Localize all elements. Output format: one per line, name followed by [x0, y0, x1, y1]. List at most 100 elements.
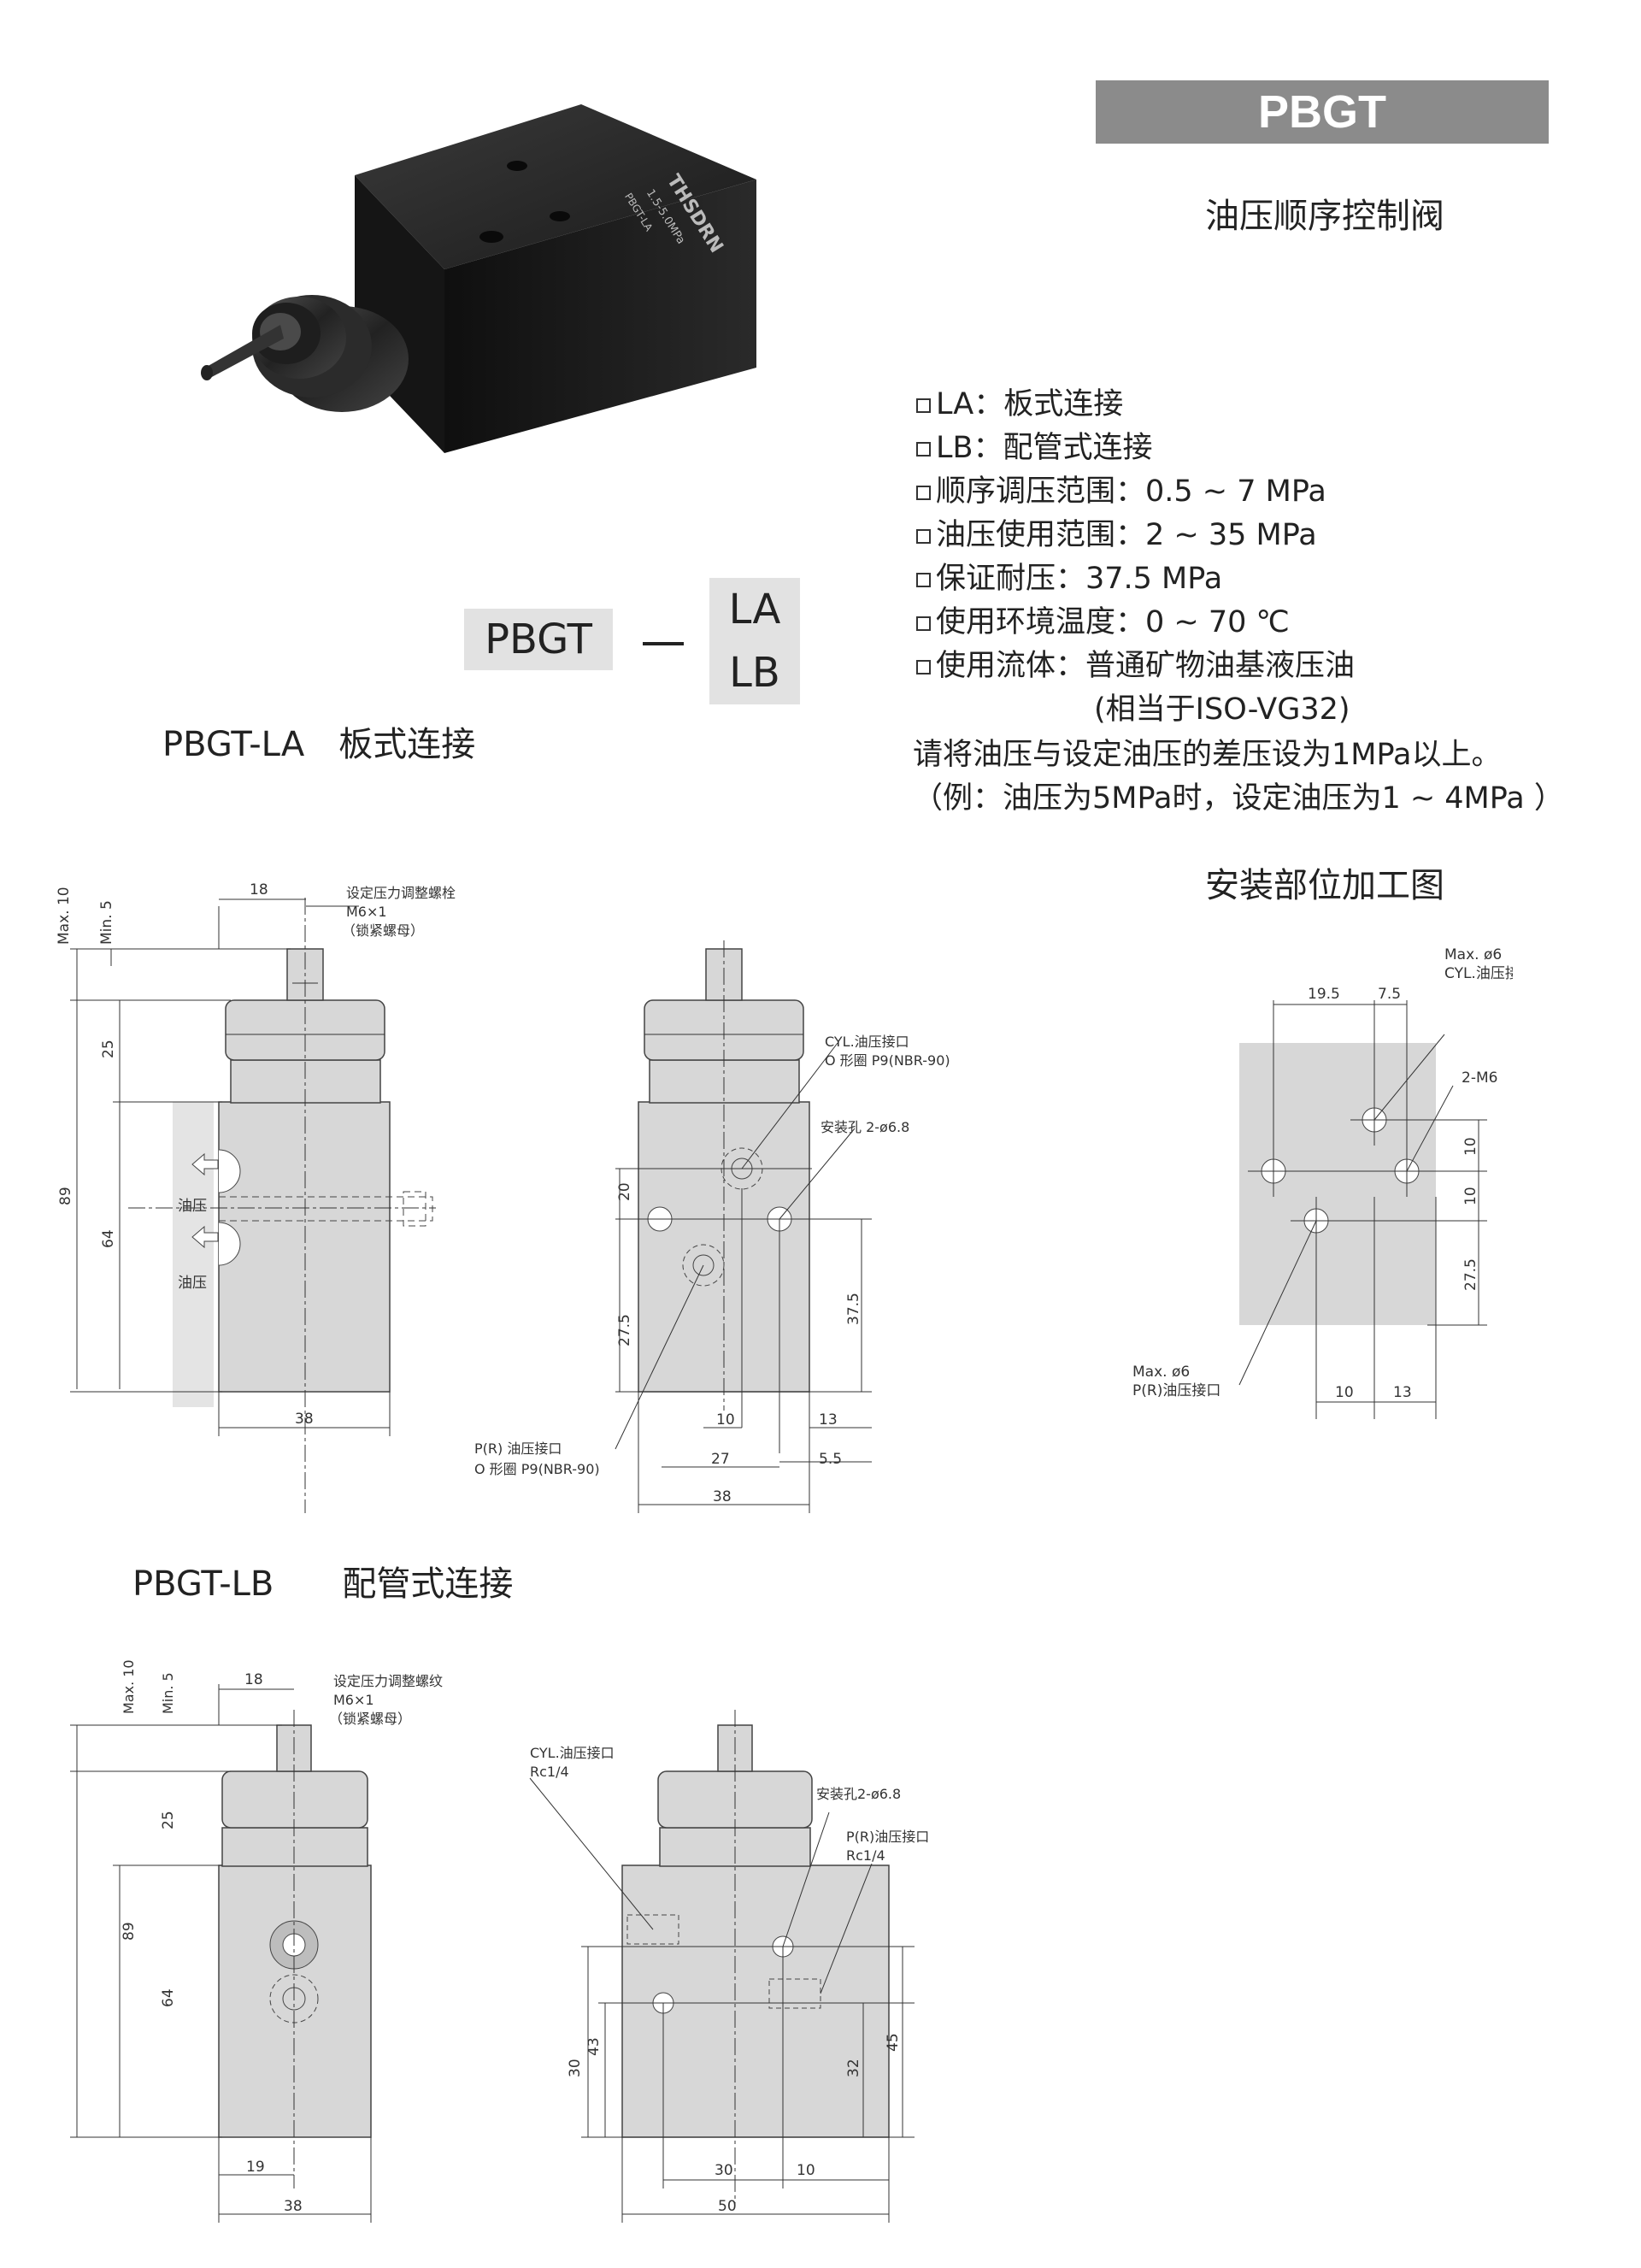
dim-h64: 64 [160, 1988, 177, 2007]
spec-row: 保证耐压：37.5 MPa [916, 557, 1355, 601]
label-m6: 2-M6 [1462, 1069, 1497, 1087]
product-photo: THSDRN 1.5-5.0MPa PBGT-LA [201, 104, 756, 453]
spec-text: 使用流体：普通矿物油基液压油 [936, 649, 1356, 683]
dim-h89: 89 [57, 1187, 74, 1205]
dim-min5: Min. 5 [160, 1672, 176, 1714]
dim-w50: 50 [718, 2198, 737, 2215]
label-cyl-port: CYL.油压接口 [1444, 965, 1513, 982]
model-code-options: LA LB [709, 578, 800, 704]
label-lock-nut: （锁紧螺母） [329, 1711, 411, 1727]
dim-w27: 27 [711, 1451, 730, 1468]
option-lb: LB [729, 649, 780, 697]
dim-h45: 45 [885, 2033, 902, 2052]
spec-text: 保证耐压：37.5 MPa [936, 562, 1223, 596]
drawing-la: Max. 10 Min. 5 18 25 89 64 38 设定压力调整螺栓 M… [56, 881, 950, 1513]
label-adjust-thread: 设定压力调整螺纹 [333, 1673, 443, 1689]
spec-row: 使用流体：普通矿物油基液压油 [916, 645, 1355, 688]
label-adjust-bolt: 设定压力调整螺栓 [346, 885, 456, 901]
dim-h20: 20 [616, 1182, 633, 1201]
dim-19-5: 19.5 [1308, 986, 1340, 1003]
dim-min5: Min. 5 [98, 900, 115, 945]
dim-w10: 10 [716, 1411, 735, 1429]
dim-h37-5: 37.5 [845, 1293, 862, 1325]
label-cyl-rc: Rc1/4 [530, 1764, 569, 1780]
drawing-lb: Max. 10 Min. 5 18 25 89 64 19 38 设定压力调整螺… [70, 1659, 929, 2223]
la-side-view: Max. 10 Min. 5 18 25 89 64 38 设定压力调整螺栓 M… [56, 881, 456, 1513]
label-cyl-port: CYL.油压接口 [825, 1034, 909, 1050]
spec-text: 油压使用范围：2 ~ 35 MPa [936, 518, 1317, 552]
spec-row: LA：板式连接 [916, 383, 1355, 427]
lb-side-view: Max. 10 Min. 5 18 25 89 64 19 38 设定压力调整螺… [70, 1659, 443, 2223]
note-line: （例：油压为5MPa时，设定油压为1 ~ 4MPa ） [913, 781, 1564, 816]
label-thread: M6×1 [333, 1692, 374, 1708]
checkbox-icon [916, 441, 931, 457]
drawing-mount: Max. ø6 CYL.油压接口 2-M6 Max. ø6 P(R)油压接口 1… [1132, 946, 1513, 1419]
dim-w13: 13 [819, 1411, 838, 1429]
dim-w18: 18 [244, 1671, 263, 1688]
section-title-la: PBGT-LA 板式连接 [162, 725, 476, 764]
label-mount-hole: 安装孔2-ø6.8 [816, 1786, 901, 1802]
section-title-mount: 安装部位加工图 [1205, 866, 1444, 905]
spec-row: 油压使用范围：2 ~ 35 MPa [916, 514, 1355, 557]
dim-w38b: 38 [713, 1488, 732, 1505]
la-front-view: CYL.油压接口 O 形圈 P9(NBR-90) 安装孔 2-ø6.8 P(R)… [474, 940, 950, 1513]
label-p-port: P(R)油压接口 [1132, 1382, 1220, 1399]
label-p-max: Max. ø6 [1132, 1364, 1190, 1381]
dim-w38: 38 [284, 2198, 303, 2215]
dim-w5-5: 5.5 [819, 1451, 842, 1468]
dim-27-5: 27.5 [1462, 1258, 1479, 1291]
spec-row: 使用环境温度：0 ~ 70 ℃ [916, 601, 1355, 645]
dim-w30: 30 [715, 2162, 733, 2179]
product-code-banner: PBGT [1096, 80, 1549, 144]
spec-extra: (相当于ISO-VG32) [1094, 692, 1350, 727]
dim-max10: Max. 10 [56, 887, 73, 945]
dim-10b: 10 [1462, 1187, 1479, 1205]
dim-h64: 64 [100, 1229, 117, 1248]
dim-h89: 89 [121, 1922, 138, 1941]
dim-h32: 32 [845, 2059, 862, 2077]
section-title-lb: PBGT-LB 配管式连接 [132, 1564, 514, 1604]
dim-h30: 30 [567, 2059, 584, 2077]
dim-13: 13 [1393, 1384, 1412, 1401]
checkbox-icon [916, 528, 931, 544]
checkbox-icon [916, 398, 931, 413]
model-code-base: PBGT [464, 609, 613, 670]
label-oil-pressure: 油压 [178, 1198, 207, 1215]
dim-w19: 19 [246, 2159, 265, 2176]
label-cyl-port: CYL.油压接口 [530, 1745, 615, 1761]
dim-h43: 43 [585, 2037, 603, 2056]
label-p-rc: Rc1/4 [846, 1847, 885, 1864]
checkbox-icon [916, 616, 931, 631]
checkbox-icon [916, 659, 931, 675]
label-cyl-max: Max. ø6 [1444, 946, 1502, 963]
label-p-port: P(R)油压接口 [846, 1829, 929, 1845]
label-thread: M6×1 [346, 904, 387, 920]
dim-h25: 25 [100, 1040, 117, 1058]
dim-10c: 10 [1335, 1384, 1354, 1401]
dim-10a: 10 [1462, 1137, 1479, 1156]
label-mount-hole: 安装孔 2-ø6.8 [820, 1119, 909, 1135]
spec-text: LB：配管式连接 [936, 431, 1153, 465]
lb-front-view: CYL.油压接口 Rc1/4 安装孔2-ø6.8 P(R)油压接口 Rc1/4 … [529, 1710, 929, 2223]
spec-text: 顺序调压范围：0.5 ~ 7 MPa [936, 474, 1326, 509]
product-name: 油压顺序控制阀 [1205, 197, 1444, 236]
spec-text: LA：板式连接 [936, 387, 1124, 421]
dim-h25: 25 [160, 1811, 177, 1829]
dim-7-5: 7.5 [1378, 986, 1401, 1003]
label-oil-pressure: 油压 [178, 1275, 207, 1292]
model-code-dash [643, 642, 684, 645]
spec-row: LB：配管式连接 [916, 427, 1355, 470]
dim-h27-5: 27.5 [616, 1314, 633, 1346]
dim-max10: Max. 10 [121, 1659, 137, 1714]
label-lock-nut: （锁紧螺母） [342, 922, 424, 939]
label-o-ring: O 形圈 P9(NBR-90) [825, 1052, 950, 1069]
spec-text: 使用环境温度：0 ~ 70 ℃ [936, 605, 1290, 639]
label-p-o-ring: O 形圈 P9(NBR-90) [474, 1461, 600, 1477]
label-p-port: P(R) 油压接口 [474, 1440, 562, 1457]
dim-w18: 18 [250, 881, 268, 898]
pressure-note: 请将油压与设定油压的差压设为1MPa以上。 （例：油压为5MPa时，设定油压为1… [913, 733, 1564, 821]
checkbox-icon [916, 485, 931, 500]
dim-w10: 10 [797, 2162, 815, 2179]
option-la: LA [728, 586, 781, 633]
dim-w38: 38 [295, 1411, 314, 1428]
